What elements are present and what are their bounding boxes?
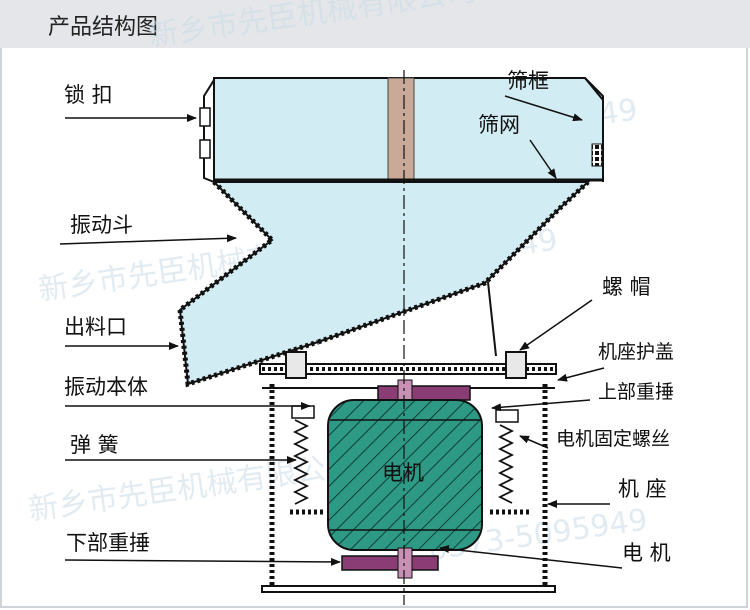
- lower-weight: [341, 555, 439, 571]
- label-sieve-frame: 筛框: [507, 69, 549, 93]
- part-labels: 锁 扣 筛框 筛网 振动斗 螺 帽 出料口 机座护盖 振动本体 上部重捶 弹 簧…: [64, 69, 674, 565]
- label-vibrating-body: 振动本体: [64, 375, 148, 399]
- motor-label: 电机: [382, 461, 424, 485]
- label-upper-weight: 上部重捶: [598, 381, 674, 403]
- vibrating-hopper: [177, 180, 591, 388]
- label-sieve-mesh: 筛网: [478, 113, 520, 137]
- label-motor-screw: 电机固定螺丝: [556, 428, 670, 450]
- header-bar: 产品结构图: [0, 0, 750, 48]
- page-title: 产品结构图: [48, 15, 159, 40]
- sieve-frame: [199, 77, 604, 183]
- label-machine-base: 机 座: [618, 477, 667, 501]
- motor: 电机: [327, 399, 483, 551]
- watermark-company: 新乡市先臣机械有限公司: [146, 0, 478, 54]
- label-lock-clamp: 锁 扣: [64, 83, 113, 107]
- label-lower-weight: 下部重捶: [66, 531, 150, 555]
- upper-weight: [377, 385, 471, 401]
- label-motor: 电 机: [622, 541, 671, 565]
- diagram-frame: [0, 48, 748, 608]
- leader-lines: [59, 95, 623, 569]
- lower-weight-hub: [397, 547, 413, 579]
- label-vibrating-hopper: 振动斗: [70, 213, 133, 237]
- label-base-cover: 机座护盖: [598, 341, 674, 363]
- base-cover: [259, 351, 557, 379]
- label-discharge-outlet: 出料口: [64, 315, 127, 339]
- label-nut: 螺 帽: [602, 275, 651, 299]
- springs: [291, 405, 519, 505]
- label-spring: 弹 簧: [70, 433, 119, 457]
